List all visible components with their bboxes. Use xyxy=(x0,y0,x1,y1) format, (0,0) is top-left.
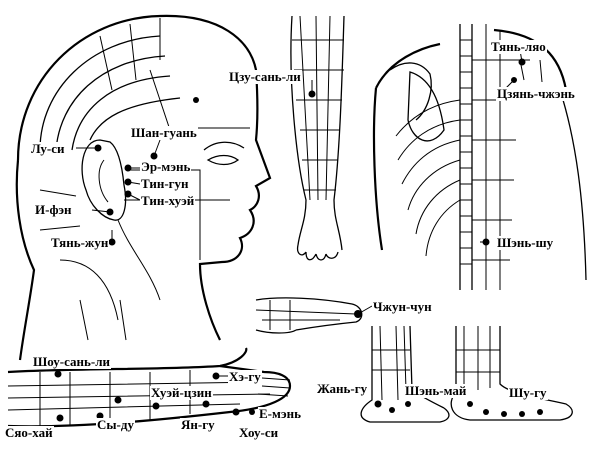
label-ye-men: Е-мэнь xyxy=(258,406,302,421)
back-view xyxy=(372,24,587,290)
label-si-du: Сы-ду xyxy=(96,417,135,432)
label-jian-zhen: Цзянь-чжэнь xyxy=(496,86,576,101)
label-shang-guan: Шан-гуань xyxy=(130,125,198,140)
foot-inner-view xyxy=(360,325,450,423)
label-zhong-chong: Чжун-чун xyxy=(372,299,433,314)
label-hou-xi: Хоу-си xyxy=(238,425,280,440)
label-ting-hui: Тин-хуэй xyxy=(140,193,196,208)
label-lu-si: Лу-си xyxy=(30,141,66,156)
label-shen-mai: Шэнь-май xyxy=(404,383,468,398)
label-yi-feng: И-фэн xyxy=(34,202,73,217)
label-xiao-hai: Сяо-хай xyxy=(4,425,54,440)
label-tian-liao: Тянь-ляо xyxy=(490,39,547,54)
label-tian-rong: Тянь-жун xyxy=(50,235,110,250)
label-yang-gu: Ян-гу xyxy=(180,417,216,432)
label-shou-san-li: Шоу-сань-ли xyxy=(32,354,112,369)
label-shu-gu: Шу-гу xyxy=(508,385,548,400)
label-hui-zong: Хуэй-цзин xyxy=(150,385,213,400)
label-zu-san-li: Цзу-сань-ли xyxy=(228,69,302,84)
arm-view xyxy=(7,347,292,428)
hand-view xyxy=(255,297,363,334)
leg-front xyxy=(290,15,345,261)
label-shen-shu: Шэнь-шу xyxy=(496,235,555,250)
label-ting-gong: Тин-гун xyxy=(140,176,190,191)
leader-lines xyxy=(76,49,523,377)
label-er-men: Эр-мэнь xyxy=(140,159,192,174)
label-he-gu: Хэ-гу xyxy=(228,369,262,384)
label-ran-gu: Жань-гу xyxy=(316,381,369,396)
foot-outer-view xyxy=(450,326,573,421)
